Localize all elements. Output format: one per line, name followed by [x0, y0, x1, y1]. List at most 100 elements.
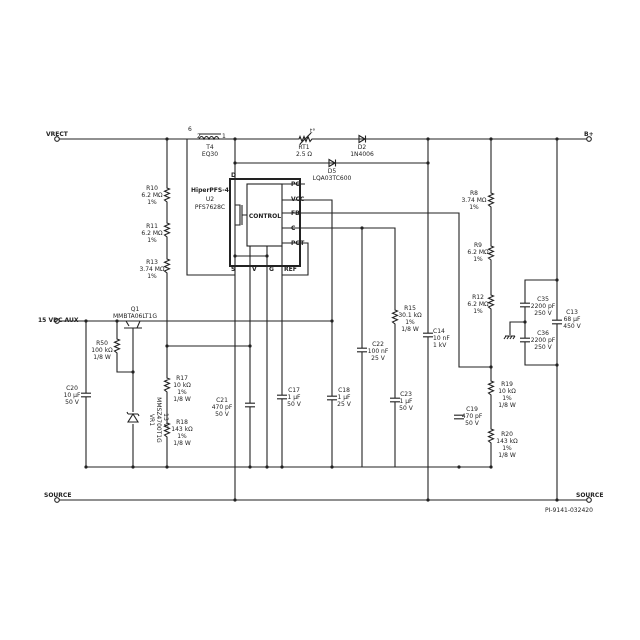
label-r8-ref: R8: [470, 190, 478, 197]
label-c35-ref: C35: [537, 296, 549, 303]
label-r8-value2: 1%: [469, 204, 479, 211]
junction-dot: [165, 465, 169, 469]
wire: [282, 199, 333, 467]
junction-dot: [248, 344, 252, 348]
label-r9-value2: 1%: [473, 256, 483, 263]
junction-dot: [330, 319, 334, 323]
diode-d2-icon: [358, 134, 367, 144]
ic-u2-outline: [229, 178, 301, 267]
label-rt1-ref: RT1: [298, 144, 309, 151]
label-c23-value1: 1 µF: [400, 398, 414, 405]
pin-d: D: [231, 172, 236, 179]
label-r10-ref: R10: [146, 185, 158, 192]
zener-bg: [128, 412, 138, 424]
pin-s: S: [231, 266, 235, 273]
label-c36-value1: 2200 pF: [531, 337, 556, 344]
label-c35-value2: 250 V: [534, 310, 552, 317]
junction-dot: [523, 320, 527, 324]
wires: [54, 136, 592, 503]
ic-ref: U2: [206, 196, 214, 203]
label-d5-ref: D5: [328, 168, 337, 175]
resistor-r11-icon: [163, 221, 171, 239]
junction-dot: [489, 465, 493, 469]
junction-dot: [84, 465, 88, 469]
resistor-r15-icon: [391, 308, 399, 326]
label-c35-value1: 2200 pF: [531, 303, 556, 310]
label-r18-value2: 1%: [177, 433, 187, 440]
thermistor-arrow-icon: [299, 132, 312, 145]
label-r12-value2: 1%: [473, 308, 483, 315]
label-r17-value1: 10 kΩ: [173, 382, 191, 389]
label-c17-value2: 50 V: [287, 401, 302, 408]
capacitor-c14-icon: [423, 332, 433, 338]
label-r11-value1: 6.2 MΩ: [141, 230, 163, 237]
label-r19-value1: 10 kΩ: [498, 388, 516, 395]
resistor-r12-icon: [487, 293, 495, 311]
t4-part: EQ30: [202, 151, 218, 158]
wire: [282, 212, 491, 368]
capacitor-c19-icon: [454, 414, 464, 420]
ic-part: PFS7628C: [195, 204, 225, 211]
resistor-r50-icon: [113, 337, 121, 355]
label-c14-ref: C14: [433, 328, 445, 335]
label-c18-value1: 1 µF: [338, 394, 352, 401]
terminal-source-right-label: SOURCE: [576, 492, 603, 499]
label-c36-ref: C36: [537, 330, 549, 337]
label-c21-ref: C21: [216, 397, 228, 404]
junction-dot: [555, 498, 559, 502]
label-r18-value1: 143 kΩ: [171, 426, 193, 433]
junction-dot: [248, 465, 252, 469]
capacitor-c22-icon: [357, 347, 367, 353]
label-r19-value2: 1%: [502, 395, 512, 402]
transformer-t4-icon: [198, 135, 220, 141]
junction-dot: [457, 465, 461, 469]
label-r10-value2: 1%: [147, 199, 157, 206]
cap-bg: [454, 415, 464, 419]
wire: [282, 227, 396, 467]
capacitor-c13-icon: [552, 319, 562, 325]
label-d2-ref: D2: [358, 144, 367, 151]
junction-dot: [265, 465, 269, 469]
terminal-aux-label: 15 VDC AUX: [38, 317, 79, 324]
cap-bg: [423, 333, 433, 337]
junction-dot: [233, 137, 237, 141]
label-r13-value2: 1%: [147, 273, 157, 280]
label-d2-value1: 1N4006: [350, 151, 374, 158]
resistor-r9-icon: [487, 244, 495, 262]
ic-control-label: CONTROL: [249, 213, 281, 220]
resistor-r10-icon: [163, 186, 171, 204]
label-c18-ref: C18: [338, 387, 350, 394]
label-r15-value1: 30.1 kΩ: [398, 312, 422, 319]
label-vr1-ref: VR1: [148, 414, 155, 426]
label-r20-ref: R20: [501, 431, 513, 438]
label-r15-value3: 1/8 W: [401, 326, 419, 333]
label-d5-value1: LQA03TC600: [313, 175, 352, 182]
wire: [509, 321, 525, 335]
pin-pgt: PGT: [291, 240, 305, 247]
capacitor-c18-icon: [327, 395, 337, 401]
label-r11-ref: R11: [146, 223, 158, 230]
terminal-icon: [54, 318, 60, 324]
label-r9-value1: 6.2 MΩ: [467, 249, 489, 256]
labels: VRECT B+ 15 VDC AUX SOURCE SOURCE HiperP…: [38, 126, 603, 514]
junction-dot: [330, 465, 334, 469]
label-c13-value1: 68 µF: [564, 316, 581, 323]
label-c23-ref: C23: [400, 391, 412, 398]
label-c20-value1: 10 µF: [64, 392, 81, 399]
label-q1-value1: MMBTA06LT1G: [113, 313, 157, 320]
junction-dot: [233, 254, 237, 258]
resistor-r20-icon: [487, 427, 495, 445]
label-r20-value1: 143 kΩ: [496, 438, 518, 445]
junction-dot: [489, 137, 493, 141]
junction-dot: [165, 344, 169, 348]
label-c22-value2: 25 V: [371, 355, 386, 362]
label-r17-value2: 1%: [177, 389, 187, 396]
ic-family: HiperPFS-4: [191, 187, 229, 194]
zener-vr1-icon: [126, 411, 140, 423]
label-r20-value3: 1/8 W: [498, 452, 516, 459]
label-c13-value2: 450 V: [563, 323, 581, 330]
t4-pin6: 6: [188, 126, 192, 133]
pin-g: G: [269, 266, 274, 273]
pin-pg: PG: [291, 181, 300, 188]
